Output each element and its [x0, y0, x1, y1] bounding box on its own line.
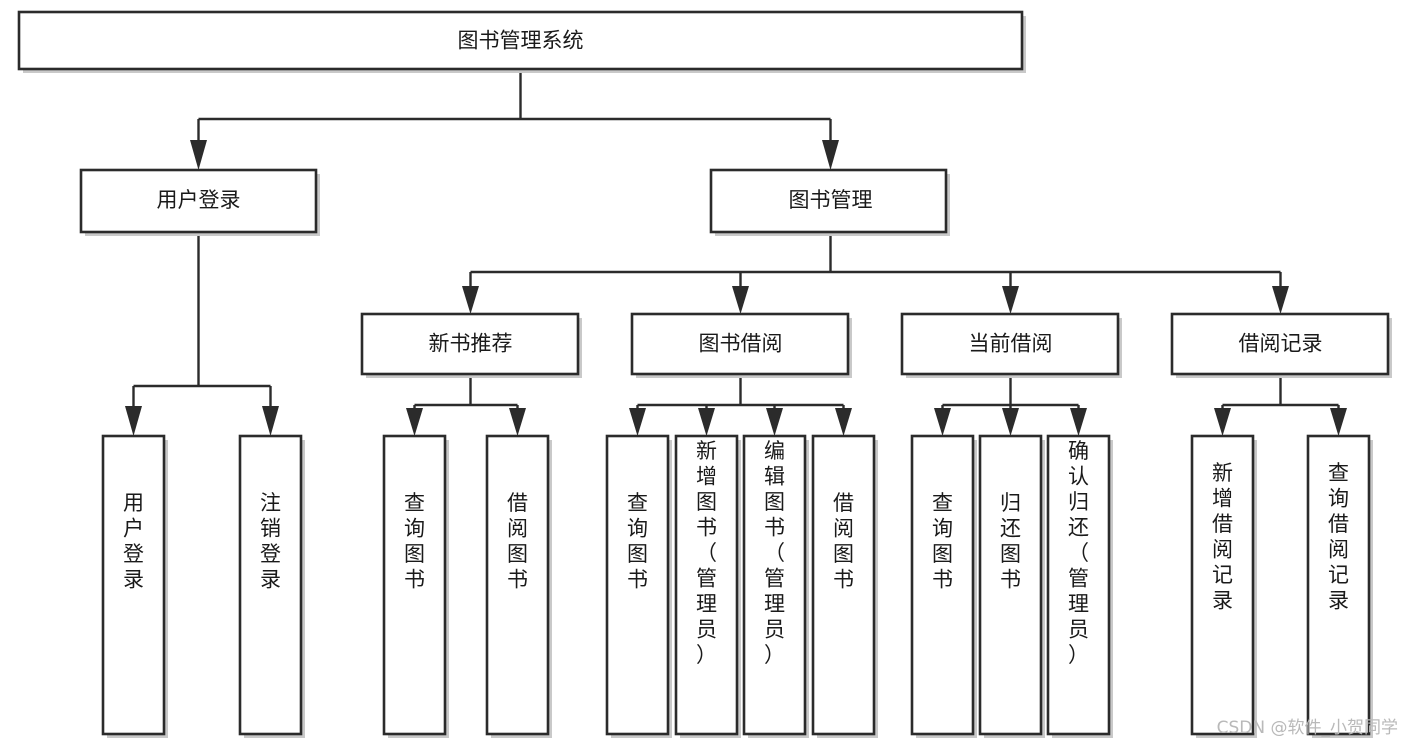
leaf-node[interactable]: 查询图书	[910, 434, 977, 738]
arrow-to-borrow-record	[1272, 286, 1289, 314]
leaf-node[interactable]: 查询图书	[382, 434, 449, 738]
leaf-label: 查询图书	[404, 491, 425, 592]
watermark-label: CSDN @软件_小贺同学	[1217, 718, 1398, 738]
arrow-bb-leaf2	[698, 408, 715, 436]
node-borrow-record-label: 借阅记录	[1239, 332, 1323, 356]
leaf-node[interactable]: 编辑图书（管理员）	[742, 434, 809, 738]
leaf-label: 归还图书	[1000, 491, 1021, 592]
arrow-to-current-borrow	[1002, 286, 1019, 314]
arrow-to-book-manage	[822, 140, 839, 170]
leaf-node[interactable]: 新增借阅记录	[1190, 434, 1257, 738]
node-root-label: 图书管理系统	[458, 29, 584, 53]
leaf-label: 新增图书（管理员）	[696, 439, 717, 667]
leaf-node[interactable]: 归还图书	[978, 434, 1045, 738]
node-user-login[interactable]: 用户登录	[79, 168, 320, 236]
leaf-node[interactable]: 用户登录	[101, 434, 168, 738]
leaf-node[interactable]: 确认归还（管理员）	[1046, 434, 1113, 738]
arrow-to-user-login	[190, 140, 207, 170]
leaf-node[interactable]: 借阅图书	[811, 434, 878, 738]
node-book-borrow[interactable]: 图书借阅	[630, 312, 852, 378]
leaf-label: 查询图书	[932, 491, 953, 592]
node-book-manage-label: 图书管理	[789, 188, 873, 212]
leaf-label: 确认归还（管理员）	[1068, 439, 1089, 667]
arrow-bb-leaf4	[835, 408, 852, 436]
arrow-bb-leaf1	[629, 408, 646, 436]
leaf-label: 借阅图书	[507, 491, 528, 592]
leaf-label: 编辑图书（管理员）	[764, 439, 785, 667]
leaf-label: 查询图书	[627, 491, 648, 592]
arrow-to-leaf-user-login	[125, 406, 142, 436]
arrow-to-book-borrow	[732, 286, 749, 314]
arrow-nb-leaf2	[509, 408, 526, 436]
leaf-node[interactable]: 新增图书（管理员）	[674, 434, 741, 738]
node-user-login-label: 用户登录	[157, 188, 241, 212]
arrow-cb-leaf2	[1002, 408, 1019, 436]
node-root[interactable]: 图书管理系统	[17, 10, 1026, 73]
leaf-node[interactable]: 查询借阅记录	[1306, 434, 1373, 738]
node-book-borrow-label: 图书借阅	[699, 332, 783, 356]
leaf-node[interactable]: 查询图书	[605, 434, 672, 738]
node-current-borrow-label: 当前借阅	[969, 332, 1053, 356]
arrow-cb-leaf3	[1070, 408, 1087, 436]
arrow-bb-leaf3	[766, 408, 783, 436]
node-borrow-record[interactable]: 借阅记录	[1170, 312, 1392, 378]
leaf-label: 借阅图书	[833, 491, 854, 592]
arrow-br-leaf1	[1214, 408, 1231, 436]
node-new-book-recommend[interactable]: 新书推荐	[360, 312, 582, 378]
node-new-book-recommend-label: 新书推荐	[429, 332, 513, 356]
leaf-node[interactable]: 借阅图书	[485, 434, 552, 738]
leaf-label: 用户登录	[123, 491, 144, 592]
leaf-label: 新增借阅记录	[1212, 461, 1233, 613]
arrow-nb-leaf1	[406, 408, 423, 436]
leaf-label: 查询借阅记录	[1328, 461, 1349, 613]
node-current-borrow[interactable]: 当前借阅	[900, 312, 1122, 378]
connector-layer	[125, 69, 1347, 436]
arrow-to-new-book	[462, 286, 479, 314]
arrow-to-leaf-logout	[262, 406, 279, 436]
leaf-node[interactable]: 注销登录	[238, 434, 305, 738]
node-book-manage[interactable]: 图书管理	[709, 168, 950, 236]
arrow-br-leaf2	[1330, 408, 1347, 436]
arrow-cb-leaf1	[934, 408, 951, 436]
leaf-label: 注销登录	[260, 491, 281, 592]
